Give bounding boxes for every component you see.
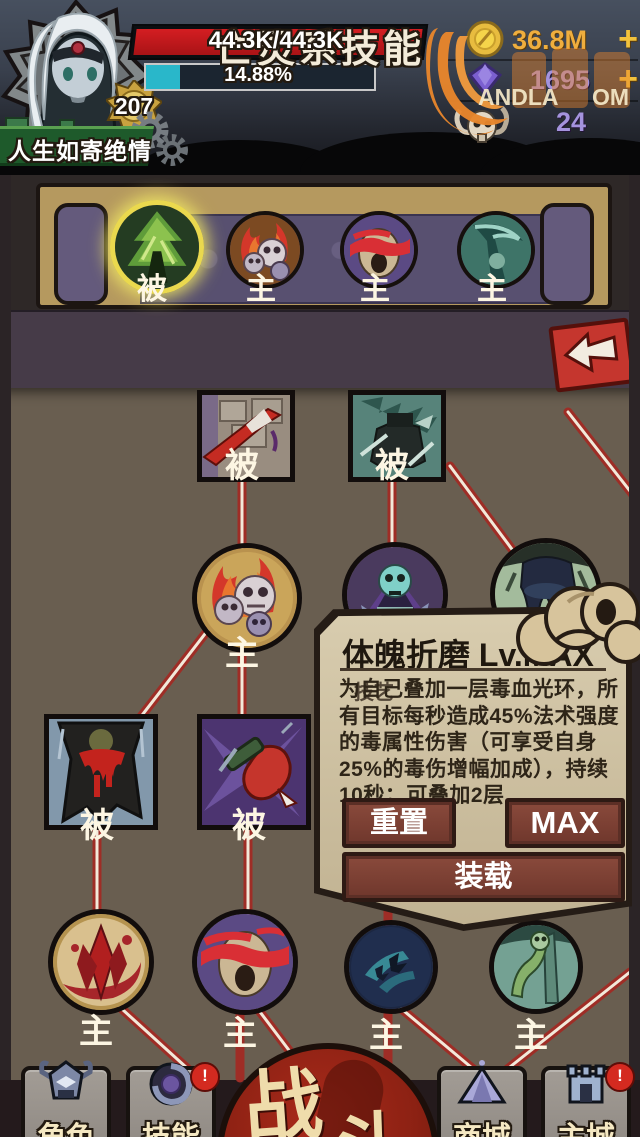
castle-icon xyxy=(566,1064,606,1104)
page-title: 亡灵系技能 xyxy=(214,29,425,71)
node-type-label: 主 xyxy=(225,635,259,673)
gem-icon xyxy=(468,62,502,96)
skill-tag: 技艺 xyxy=(354,682,394,704)
banner-slot-type: 主 xyxy=(477,273,507,306)
banner-slot-type: 主 xyxy=(360,273,390,306)
divider xyxy=(448,100,638,102)
divider xyxy=(448,59,638,61)
notification-badge: ! xyxy=(190,1062,220,1092)
skill-node-spear-wall[interactable] xyxy=(197,390,295,482)
player-name: 人生如寄绝情书 xyxy=(8,138,152,164)
title-bar xyxy=(0,310,640,390)
gem-currency-row: 1695 + xyxy=(448,60,640,98)
node-type-label: 主 xyxy=(79,1013,113,1051)
add-gems-button[interactable]: + xyxy=(618,60,638,98)
watermark-logo xyxy=(426,28,508,135)
equip-button[interactable]: 装载 xyxy=(342,852,625,902)
banner-slot-type: 主 xyxy=(246,273,276,306)
add-gold-button[interactable]: + xyxy=(618,20,638,58)
battle-label-char1: 战 xyxy=(241,1059,326,1137)
banner-slot-type: 被 xyxy=(137,273,167,306)
skill-description: 为自己叠加一层毒血光环，所有目标每秒造成45%法术强度的毒属性伤害（可享受自身2… xyxy=(339,678,620,807)
skill-swirl-icon xyxy=(149,1062,193,1106)
max-button[interactable]: MAX xyxy=(505,798,625,848)
gold-currency-row: 36.8M + xyxy=(448,20,640,58)
watermark-text-left: ANDLA xyxy=(478,84,559,110)
notification-badge: ! xyxy=(605,1062,635,1092)
watermark-glyph xyxy=(512,52,546,108)
reset-button[interactable]: 重置 xyxy=(342,798,456,848)
watermark-glyph xyxy=(594,52,630,108)
gold-amount: 36.8M xyxy=(512,25,588,55)
battle-label-char2: 斗 xyxy=(330,1089,404,1137)
node-type-label: 被 xyxy=(80,807,114,845)
node-type-label: 主 xyxy=(514,1017,548,1055)
skull-ornament-icon xyxy=(516,582,640,666)
nav-label: 主城 xyxy=(545,1114,627,1137)
back-button[interactable] xyxy=(548,317,636,393)
nav-label: 商城 xyxy=(441,1114,523,1137)
nav-item-shop[interactable]: 商城 xyxy=(437,1060,527,1137)
helmet-icon xyxy=(39,1060,93,1100)
nav-label: 技能 xyxy=(130,1114,212,1137)
gem-amount: 1695 xyxy=(530,65,591,95)
soul-amount: 24 xyxy=(556,107,587,137)
skill-node-heart-dagger[interactable] xyxy=(197,714,311,830)
xp-bar xyxy=(144,63,376,91)
skill-node-flaming-skulls[interactable] xyxy=(192,543,302,653)
level-number: 207 xyxy=(114,93,154,119)
banner-skill-active-2[interactable] xyxy=(340,211,418,289)
node-type-label: 被 xyxy=(375,447,409,485)
skill-node-screaming-zombie[interactable] xyxy=(192,909,298,1015)
node-type-label: 被 xyxy=(225,447,259,485)
scroll-curl-right xyxy=(540,203,594,305)
nav-item-skills[interactable]: ! 技能 xyxy=(126,1062,220,1137)
skill-banner-section xyxy=(0,175,640,310)
watermark-glyph xyxy=(552,48,588,108)
nav-item-character[interactable]: 角色 xyxy=(21,1060,111,1137)
skill-node-dark-tomb[interactable] xyxy=(348,390,446,482)
scroll-curl-left xyxy=(54,203,108,305)
player-name-banner: 人生如寄绝情书 xyxy=(0,126,154,166)
screen-edge xyxy=(0,175,11,1080)
banner-skill-active-1[interactable] xyxy=(226,211,304,289)
node-type-label: 被 xyxy=(232,807,266,845)
shop-tent-icon xyxy=(457,1060,507,1104)
skill-node-blood-crystal[interactable] xyxy=(48,909,154,1015)
watermark-text-right: OM xyxy=(592,84,630,110)
xp-text: 14.88% xyxy=(224,64,292,86)
hp-text: 44.3K/44.3K xyxy=(208,27,344,54)
skill-tooltip: 体魄折磨 Lv.MAX技艺 为自己叠加一层毒血光环，所有目标每秒造成45%法术强… xyxy=(314,582,640,936)
nav-item-city[interactable]: ! 主城 xyxy=(541,1062,635,1137)
nav-label: 角色 xyxy=(25,1114,107,1137)
banner-skill-passive-selected[interactable] xyxy=(110,200,204,294)
banner-skill-active-3[interactable] xyxy=(457,211,535,289)
coin-icon xyxy=(466,20,504,58)
divider xyxy=(340,668,606,671)
node-type-label: 主 xyxy=(369,1017,403,1055)
xp-fill xyxy=(146,65,181,89)
